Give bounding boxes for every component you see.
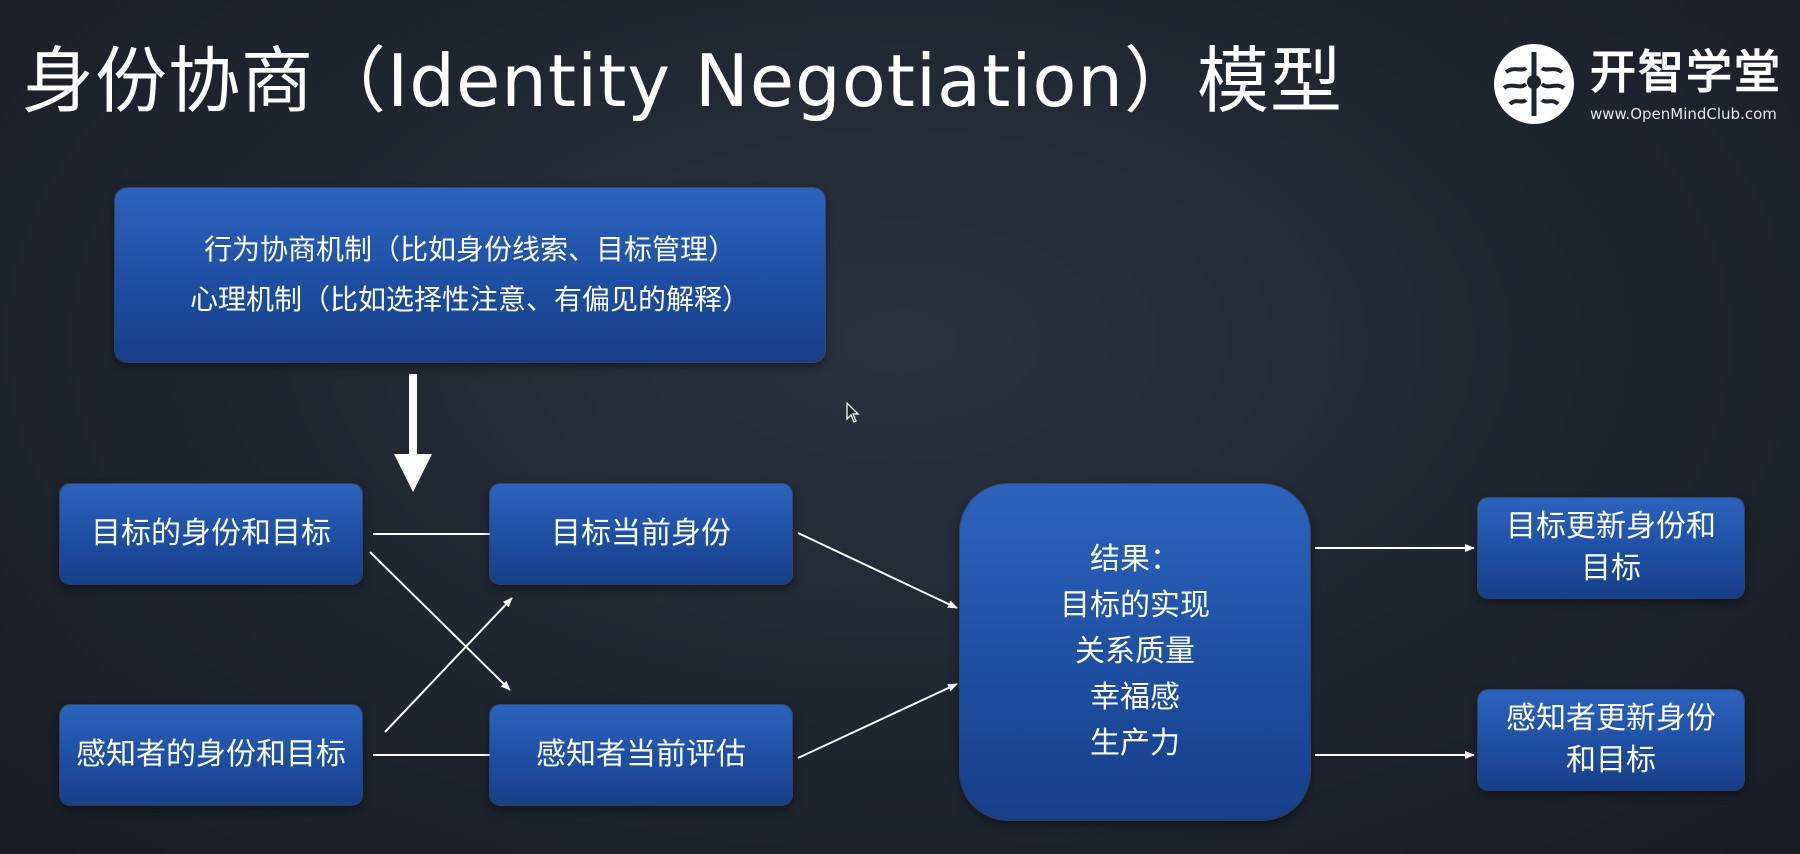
target-updated-label: 目标更新身份和目标 bbox=[1506, 509, 1716, 586]
arrow-target-current-to-results bbox=[797, 532, 958, 609]
result-item: 幸福感 bbox=[1090, 680, 1180, 715]
page-title: 身份协商（Identity Negotiation）模型 bbox=[22, 39, 1344, 123]
brand-name: 开智学堂 bbox=[1590, 45, 1782, 99]
mechanisms-box: 行为协商机制（比如身份线索、目标管理） 心理机制（比如选择性注意、有偏见的解释） bbox=[115, 188, 825, 362]
target-identity-goals-label: 目标的身份和目标 bbox=[91, 516, 331, 551]
perceiver-updated-label: 感知者更新身份和目标 bbox=[1506, 701, 1716, 778]
perceiver-current-evaluation-box: 感知者当前评估 bbox=[490, 705, 792, 805]
perceiver-current-evaluation-label: 感知者当前评估 bbox=[536, 737, 746, 772]
perceiver-identity-goals-label: 感知者的身份和目标 bbox=[76, 737, 346, 772]
result-item: 关系质量 bbox=[1075, 634, 1195, 669]
mechanism-down-arrow bbox=[394, 374, 432, 492]
mechanism-psychological: 心理机制（比如选择性注意、有偏见的解释） bbox=[189, 283, 750, 316]
arrow-perceiver-goals-to-target-current bbox=[384, 597, 513, 733]
target-current-identity-box: 目标当前身份 bbox=[490, 484, 792, 584]
target-identity-goals-box: 目标的身份和目标 bbox=[60, 484, 362, 584]
result-item: 目标的实现 bbox=[1060, 588, 1210, 623]
results-box: 结果： 目标的实现 关系质量 幸福感 生产力 bbox=[960, 484, 1310, 820]
perceiver-identity-goals-box: 感知者的身份和目标 bbox=[60, 705, 362, 805]
results-heading: 结果： bbox=[1090, 542, 1180, 577]
target-updated-box: 目标更新身份和目标 bbox=[1478, 498, 1744, 598]
perceiver-updated-box: 感知者更新身份和目标 bbox=[1478, 690, 1744, 790]
arrow-perceiver-eval-to-results bbox=[797, 683, 958, 759]
brain-logo-icon bbox=[1494, 44, 1574, 124]
mechanism-behavioral: 行为协商机制（比如身份线索、目标管理） bbox=[203, 233, 736, 266]
brand-logo: 开智学堂 www.OpenMindClub.com bbox=[1492, 42, 1792, 132]
result-item: 生产力 bbox=[1090, 726, 1180, 761]
target-current-identity-label: 目标当前身份 bbox=[551, 516, 731, 551]
arrow-target-goals-to-perceiver-eval bbox=[369, 551, 511, 691]
mouse-cursor-icon bbox=[846, 402, 860, 423]
brand-url: www.OpenMindClub.com bbox=[1590, 105, 1777, 123]
